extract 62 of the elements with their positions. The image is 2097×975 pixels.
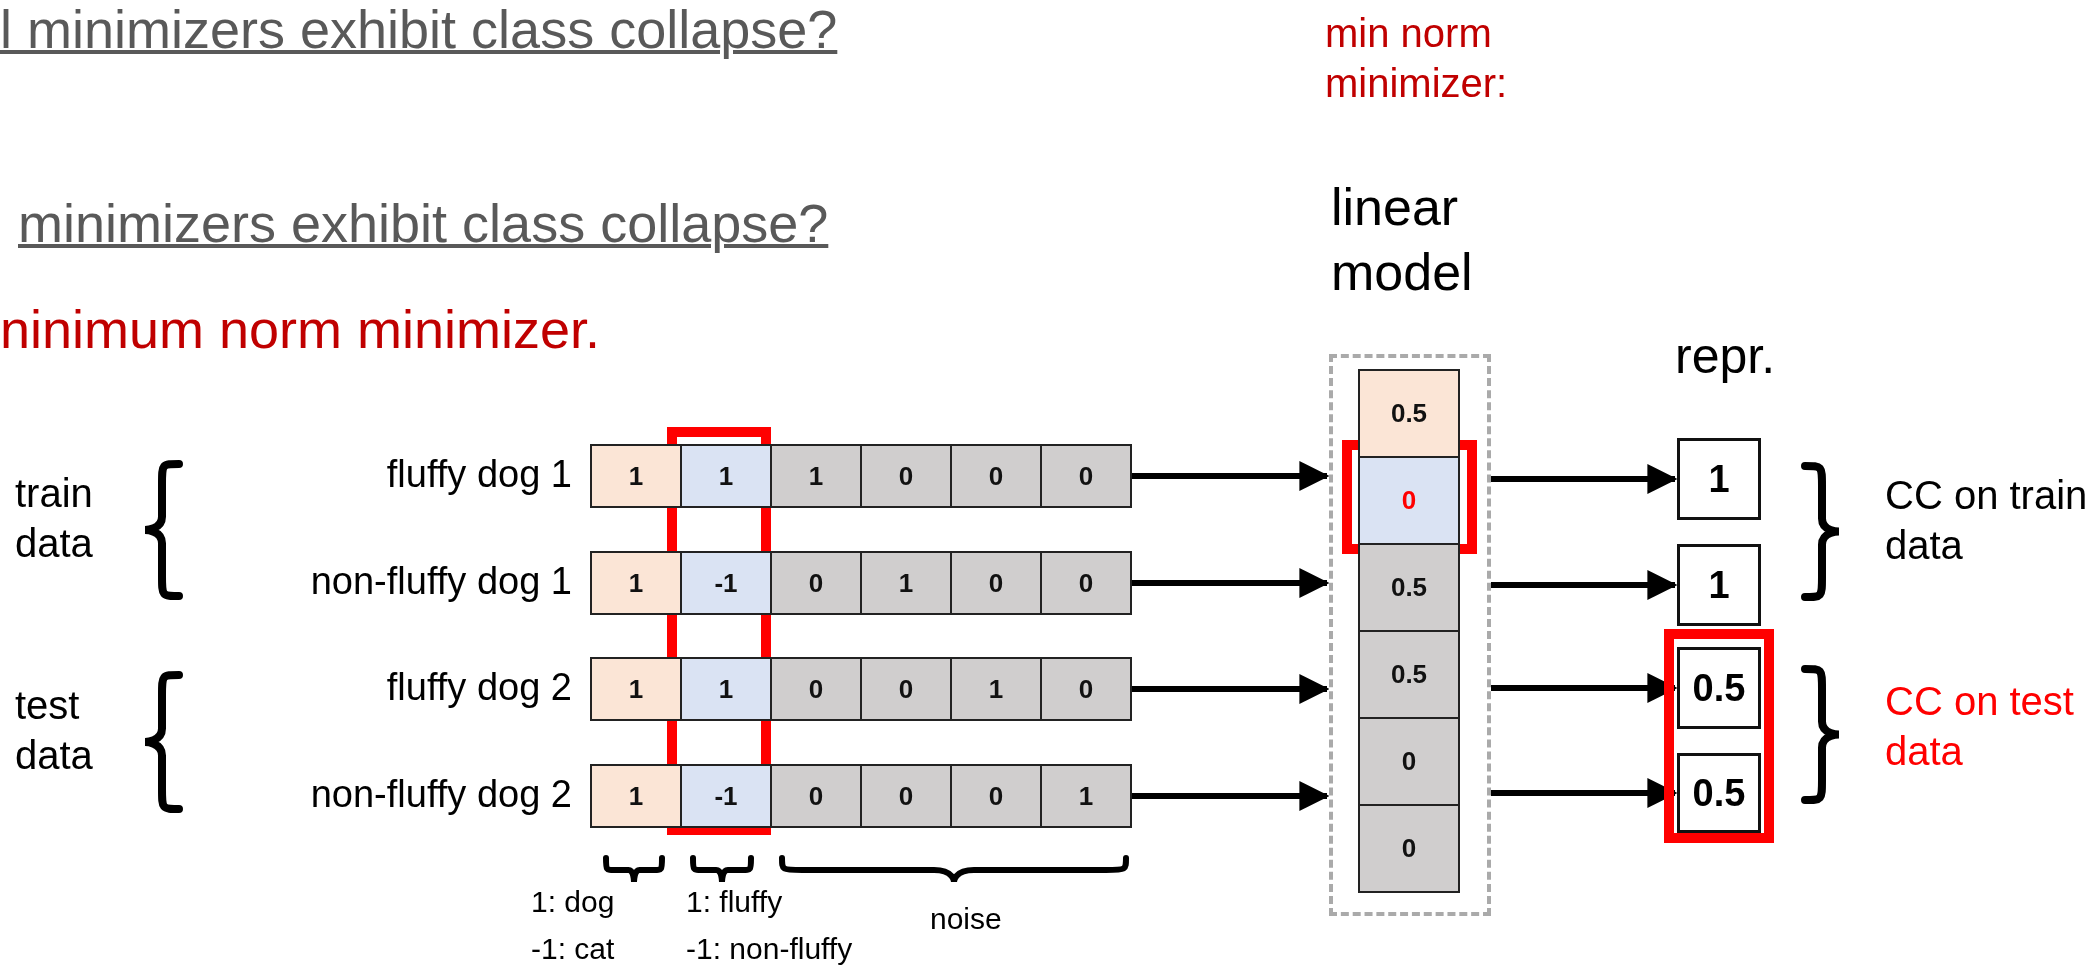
- group-label: train data: [15, 470, 94, 567]
- column-heading: repr.: [1675, 327, 1776, 386]
- arrow: [1491, 778, 1678, 808]
- model-heading: linear model: [1331, 177, 1474, 303]
- result-label: CC on train data: [1885, 472, 2089, 569]
- arrow: [1491, 464, 1678, 494]
- vector-cell: 0: [860, 764, 952, 828]
- representation-box: 0.5: [1677, 753, 1761, 833]
- feature-vector: [590, 657, 1130, 721]
- feature-vector: [590, 764, 1130, 828]
- answer-text: ninimum norm minimizer.: [0, 298, 601, 361]
- legend-text: 1: fluffy: [686, 884, 783, 920]
- representation-box: 1: [1677, 438, 1761, 520]
- vector-cell: 0: [950, 551, 1042, 615]
- vector-cell: 1: [770, 444, 862, 508]
- question-text: l minimizers exhibit class collapse?: [0, 0, 838, 61]
- row-label: non-fluffy dog 2: [309, 772, 572, 817]
- vector-cell: 0: [860, 657, 952, 721]
- note-text: min norm minimizer:: [1325, 10, 1509, 107]
- vector-cell: -1: [680, 764, 772, 828]
- vector-cell: 1: [680, 657, 772, 721]
- group-label: test data: [15, 682, 94, 779]
- vector-cell: 1: [950, 657, 1042, 721]
- vector-cell: 1: [680, 444, 772, 508]
- vector-cell: 0: [1040, 657, 1132, 721]
- weight-cell: 0.5: [1358, 369, 1460, 458]
- weight-cell: 0: [1358, 804, 1460, 893]
- vector-cell: 1: [590, 764, 682, 828]
- row-label: non-fluffy dog 1: [309, 559, 572, 604]
- representation-box: 1: [1677, 544, 1761, 626]
- arrow: [1491, 673, 1678, 703]
- legend-text: -1: cat: [531, 931, 615, 967]
- vector-cell: 0: [950, 444, 1042, 508]
- vector-cell: 0: [860, 444, 952, 508]
- arrow: [1491, 570, 1678, 600]
- vector-cell: 0: [770, 657, 862, 721]
- vector-cell: 1: [590, 551, 682, 615]
- vector-cell: 0: [1040, 444, 1132, 508]
- vector-cell: 0: [770, 764, 862, 828]
- result-label: CC on test data: [1885, 678, 2075, 775]
- weight-cell: 0.5: [1358, 543, 1460, 632]
- vector-cell: 0: [770, 551, 862, 615]
- feature-vector: [590, 444, 1130, 508]
- dashed-model-box: [1329, 354, 1491, 916]
- question-text: minimizers exhibit class collapse?: [18, 192, 829, 255]
- weight-cell: 0.5: [1358, 630, 1460, 719]
- weight-cell: 0: [1358, 717, 1460, 806]
- representation-box: 0.5: [1677, 647, 1761, 729]
- vector-cell: 1: [1040, 764, 1132, 828]
- row-label: fluffy dog 2: [385, 665, 572, 710]
- legend-text: 1: dog: [531, 884, 615, 920]
- legend-text: -1: non-fluffy: [686, 931, 853, 967]
- row-label: fluffy dog 1: [385, 452, 572, 497]
- vector-cell: 1: [590, 657, 682, 721]
- weight-cell: 0: [1358, 456, 1460, 545]
- vector-cell: 1: [590, 444, 682, 508]
- feature-vector: [590, 551, 1130, 615]
- vector-cell: 0: [1040, 551, 1132, 615]
- vector-cell: -1: [680, 551, 772, 615]
- legend-text: noise: [930, 901, 1002, 937]
- vector-cell: 1: [860, 551, 952, 615]
- vector-cell: 0: [950, 764, 1042, 828]
